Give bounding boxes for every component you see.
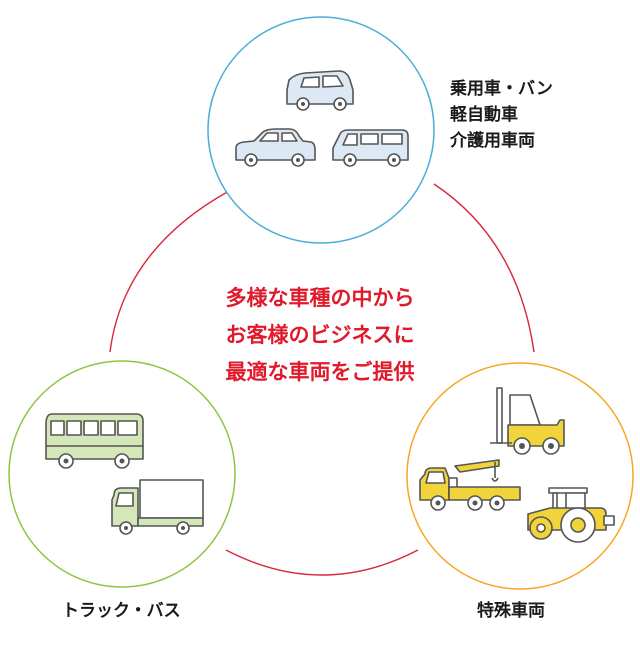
connector-arc-bottom bbox=[225, 549, 419, 576]
passenger-category-label: 乗用車・バン 軽自動車 介護用車両 bbox=[450, 76, 553, 154]
passenger-label-line-1: 乗用車・バン bbox=[450, 79, 553, 99]
connector-arc-top-right bbox=[433, 183, 535, 353]
truck-bus-category-ring bbox=[8, 360, 236, 588]
forklift-icon bbox=[490, 387, 565, 455]
crane-truck-icon bbox=[419, 459, 521, 511]
passenger-label-line-2: 軽自動車 bbox=[450, 105, 518, 125]
sedan-icon bbox=[235, 128, 316, 167]
special-category-label: 特殊車両 bbox=[477, 601, 545, 621]
tractor-icon bbox=[527, 487, 615, 543]
box-truck-icon bbox=[111, 479, 204, 535]
center-message-line-2: お客様のビジネスに bbox=[225, 323, 415, 347]
truck-bus-category-label: トラック・バス bbox=[62, 601, 181, 621]
passenger-category-ring bbox=[207, 16, 435, 244]
center-message: 多様な車種の中から お客様のビジネスに 最適な車両をご提供 bbox=[170, 280, 470, 391]
connector-arc-top-left bbox=[109, 190, 230, 353]
center-message-line-1: 多様な車種の中から bbox=[225, 286, 415, 310]
van-icon bbox=[332, 129, 409, 167]
suv-icon bbox=[286, 70, 354, 111]
center-message-line-3: 最適な車両をご提供 bbox=[225, 360, 415, 384]
passenger-label-line-3: 介護用車両 bbox=[450, 131, 535, 151]
bus-icon bbox=[45, 413, 144, 469]
